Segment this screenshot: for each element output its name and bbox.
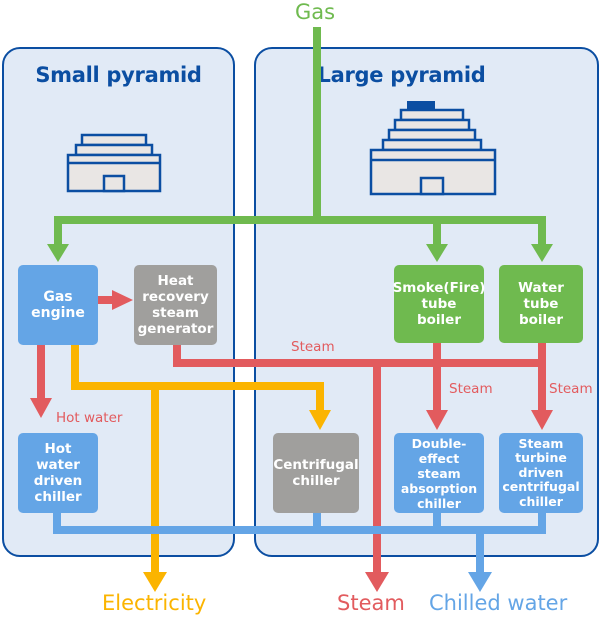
engine-to-hrsg-arrow xyxy=(112,290,133,310)
steam-output-arrow xyxy=(365,572,389,592)
chilled-output-line xyxy=(476,526,484,576)
centrifugal-chiller-box: Centrifugal chiller xyxy=(273,433,359,513)
turbine-chilled-line xyxy=(538,510,546,534)
small-pyramid-title: Small pyramid xyxy=(35,63,202,87)
absorption-chiller-box: Double-effect steam absorption chiller xyxy=(394,433,484,513)
steam-fire-boiler-label: Steam xyxy=(449,381,493,397)
large-pyramid-title: Large pyramid xyxy=(317,63,486,87)
small-building-icon xyxy=(66,133,162,193)
hot-water-line xyxy=(37,345,45,400)
large-building-icon xyxy=(369,101,497,196)
fire-boiler-steam-line xyxy=(433,340,441,412)
gas-engine-box: Gas engine xyxy=(18,265,98,345)
gas-horizontal-line xyxy=(54,216,546,224)
electricity-to-centrifugal-line xyxy=(316,382,324,412)
chilled-horizontal-line xyxy=(53,526,546,534)
electricity-output-arrow xyxy=(143,572,167,592)
steam-water-boiler-label: Steam xyxy=(549,381,593,397)
hrsg-box: Heat recovery steam generator xyxy=(134,265,217,345)
gas-to-engine-line xyxy=(54,216,62,244)
electricity-output-label: Electricity xyxy=(102,591,207,615)
fire-boiler-steam-arrow xyxy=(426,410,448,430)
water-boiler-steam-line xyxy=(538,340,546,412)
chilled-output-arrow xyxy=(468,572,492,592)
electricity-to-centrifugal-arrow xyxy=(309,410,331,430)
hrsg-steam-down-line xyxy=(173,345,181,367)
fire-tube-boiler-box: Smoke(Fire) tube boiler xyxy=(393,265,485,343)
steam-horizontal-line xyxy=(173,359,546,367)
gas-to-engine-arrow xyxy=(47,244,69,262)
centrifugal-chilled-line xyxy=(313,510,321,534)
hwc-chilled-line xyxy=(53,510,61,534)
water-tube-boiler-box: Water tube boiler xyxy=(499,265,583,343)
hot-water-label: Hot water xyxy=(56,410,123,426)
turbine-chiller-box: Steam turbine driven centrifugal chiller xyxy=(499,433,583,513)
electricity-down-line xyxy=(151,382,159,576)
gas-main-line xyxy=(313,27,321,223)
hot-water-arrow xyxy=(30,398,52,418)
steam-output-label: Steam xyxy=(337,591,405,615)
steam-output-line xyxy=(373,359,381,576)
electricity-from-engine-line xyxy=(71,345,79,390)
engine-to-hrsg-line xyxy=(97,296,115,304)
gas-to-water-boiler-line xyxy=(538,216,546,244)
gas-to-fire-boiler-arrow xyxy=(426,244,448,262)
gas-to-water-boiler-arrow xyxy=(531,244,553,262)
gas-to-fire-boiler-line xyxy=(433,216,441,244)
electricity-horizontal-line xyxy=(71,382,324,390)
chilled-water-output-label: Chilled water xyxy=(429,591,568,615)
gas-input-label: Gas xyxy=(295,0,336,24)
steam-main-label: Steam xyxy=(291,339,335,355)
absorption-chilled-line xyxy=(433,510,441,534)
water-boiler-steam-arrow xyxy=(531,410,553,430)
hot-water-chiller-box: Hot water driven chiller xyxy=(18,433,98,513)
